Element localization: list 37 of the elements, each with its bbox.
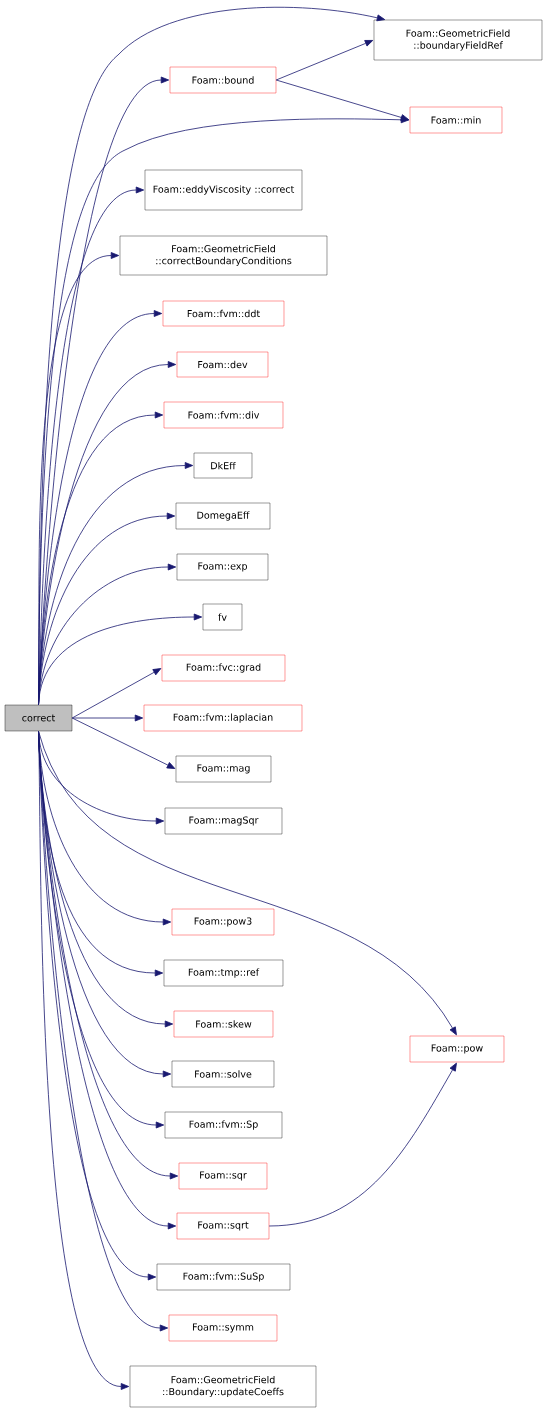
arrow — [275, 79, 410, 121]
arrow — [275, 40, 374, 81]
function-box: fv — [202, 603, 243, 631]
arrow — [71, 717, 176, 769]
function-box: Foam::magSqr — [164, 807, 283, 835]
function-box: Foam::eddyViscosity ::correct — [144, 169, 303, 211]
function-box: Foam::exp — [176, 553, 269, 581]
arrow — [71, 714, 144, 722]
function-box: Foam::fvm::div — [163, 401, 284, 429]
arrow — [71, 668, 162, 719]
function-box: Foam::symm — [168, 1314, 278, 1342]
function-box: Foam::bound — [169, 66, 277, 94]
function-box: Foam::pow — [409, 1035, 505, 1063]
function-box: correct — [4, 704, 73, 732]
arrow — [38, 730, 130, 1390]
function-box: Foam::solve — [171, 1060, 275, 1088]
arrow — [268, 1062, 457, 1227]
function-box: DkEff — [193, 452, 253, 479]
function-box: Foam::fvm::Sp — [164, 1111, 283, 1139]
arrow — [38, 613, 203, 706]
function-box: Foam::sqr — [178, 1162, 268, 1190]
function-box: Foam::GeometricField ::correctBoundaryConditions — [119, 235, 328, 276]
function-box: Foam::tmp::ref — [163, 959, 284, 987]
function-box: Foam::fvm::ddt — [162, 300, 285, 327]
function-box: Foam::sqrt — [176, 1212, 270, 1240]
function-box: Foam::GeometricField ::boundaryFieldRef — [373, 19, 543, 61]
function-box: Foam::skew — [173, 1010, 274, 1038]
function-box: Foam::fvc::grad — [161, 654, 286, 682]
arrow — [38, 730, 457, 1036]
function-box: DomegaEff — [175, 502, 271, 530]
function-box: Foam::fvm::laplacian — [143, 704, 303, 732]
function-box: Foam::min — [409, 106, 503, 134]
function-box: Foam::dev — [176, 351, 269, 378]
function-box: Foam::mag — [175, 755, 272, 783]
function-box: Foam::fvm::SuSp — [156, 1263, 291, 1291]
function-box: Foam::GeometricField ::Boundary::updateCoeffs — [129, 1365, 317, 1408]
function-box: Foam::pow3 — [171, 908, 275, 936]
